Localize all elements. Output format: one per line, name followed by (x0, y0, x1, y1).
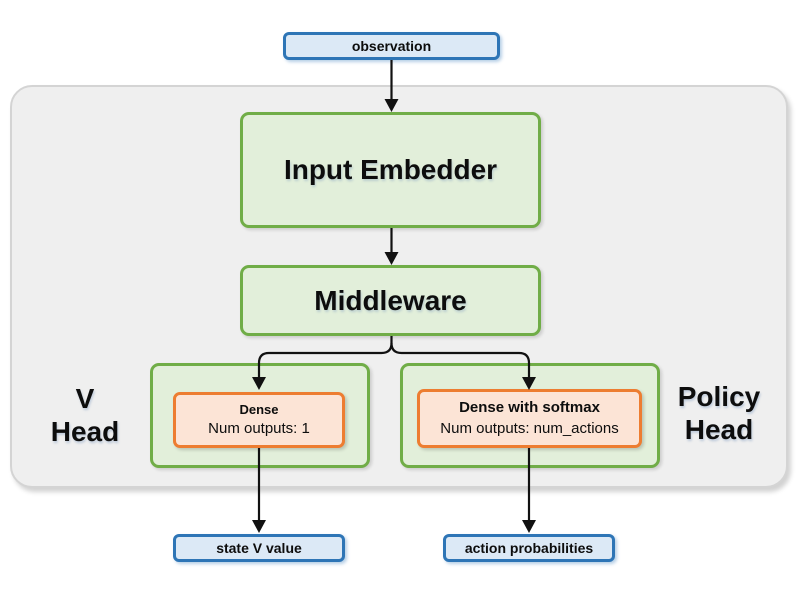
node-observation-label: observation (351, 38, 432, 54)
v-head-label-line1: V (75, 383, 95, 414)
node-input-embedder-label: Input Embedder (283, 154, 498, 185)
node-policy-dense: Dense with softmax Num outputs: num_acti… (417, 389, 642, 448)
v-head-label-line2: Head (50, 416, 120, 448)
policy-head-label: Policy Head (656, 380, 782, 446)
policy-head-label-line2: Head (684, 414, 754, 446)
v-head-label: V Head (30, 382, 140, 448)
node-action-probabilities-label: action probabilities (464, 540, 594, 556)
node-middleware-label: Middleware (314, 284, 467, 316)
v-dense-title: Dense (239, 402, 279, 418)
policy-head-label-line1: Policy (677, 381, 761, 412)
node-state-v-value-label: state V value (216, 540, 302, 556)
node-input-embedder: Input Embedder (240, 112, 541, 228)
node-middleware: Middleware (240, 265, 541, 336)
node-v-dense: Dense Num outputs: 1 (173, 392, 345, 448)
policy-dense-title: Dense with softmax (459, 399, 600, 417)
node-state-v-value: state V value (173, 534, 345, 562)
node-action-probabilities: action probabilities (443, 534, 615, 562)
v-dense-subtitle: Num outputs: 1 (208, 419, 310, 437)
node-observation: observation (283, 32, 500, 60)
policy-dense-subtitle: Num outputs: num_actions (440, 419, 619, 437)
